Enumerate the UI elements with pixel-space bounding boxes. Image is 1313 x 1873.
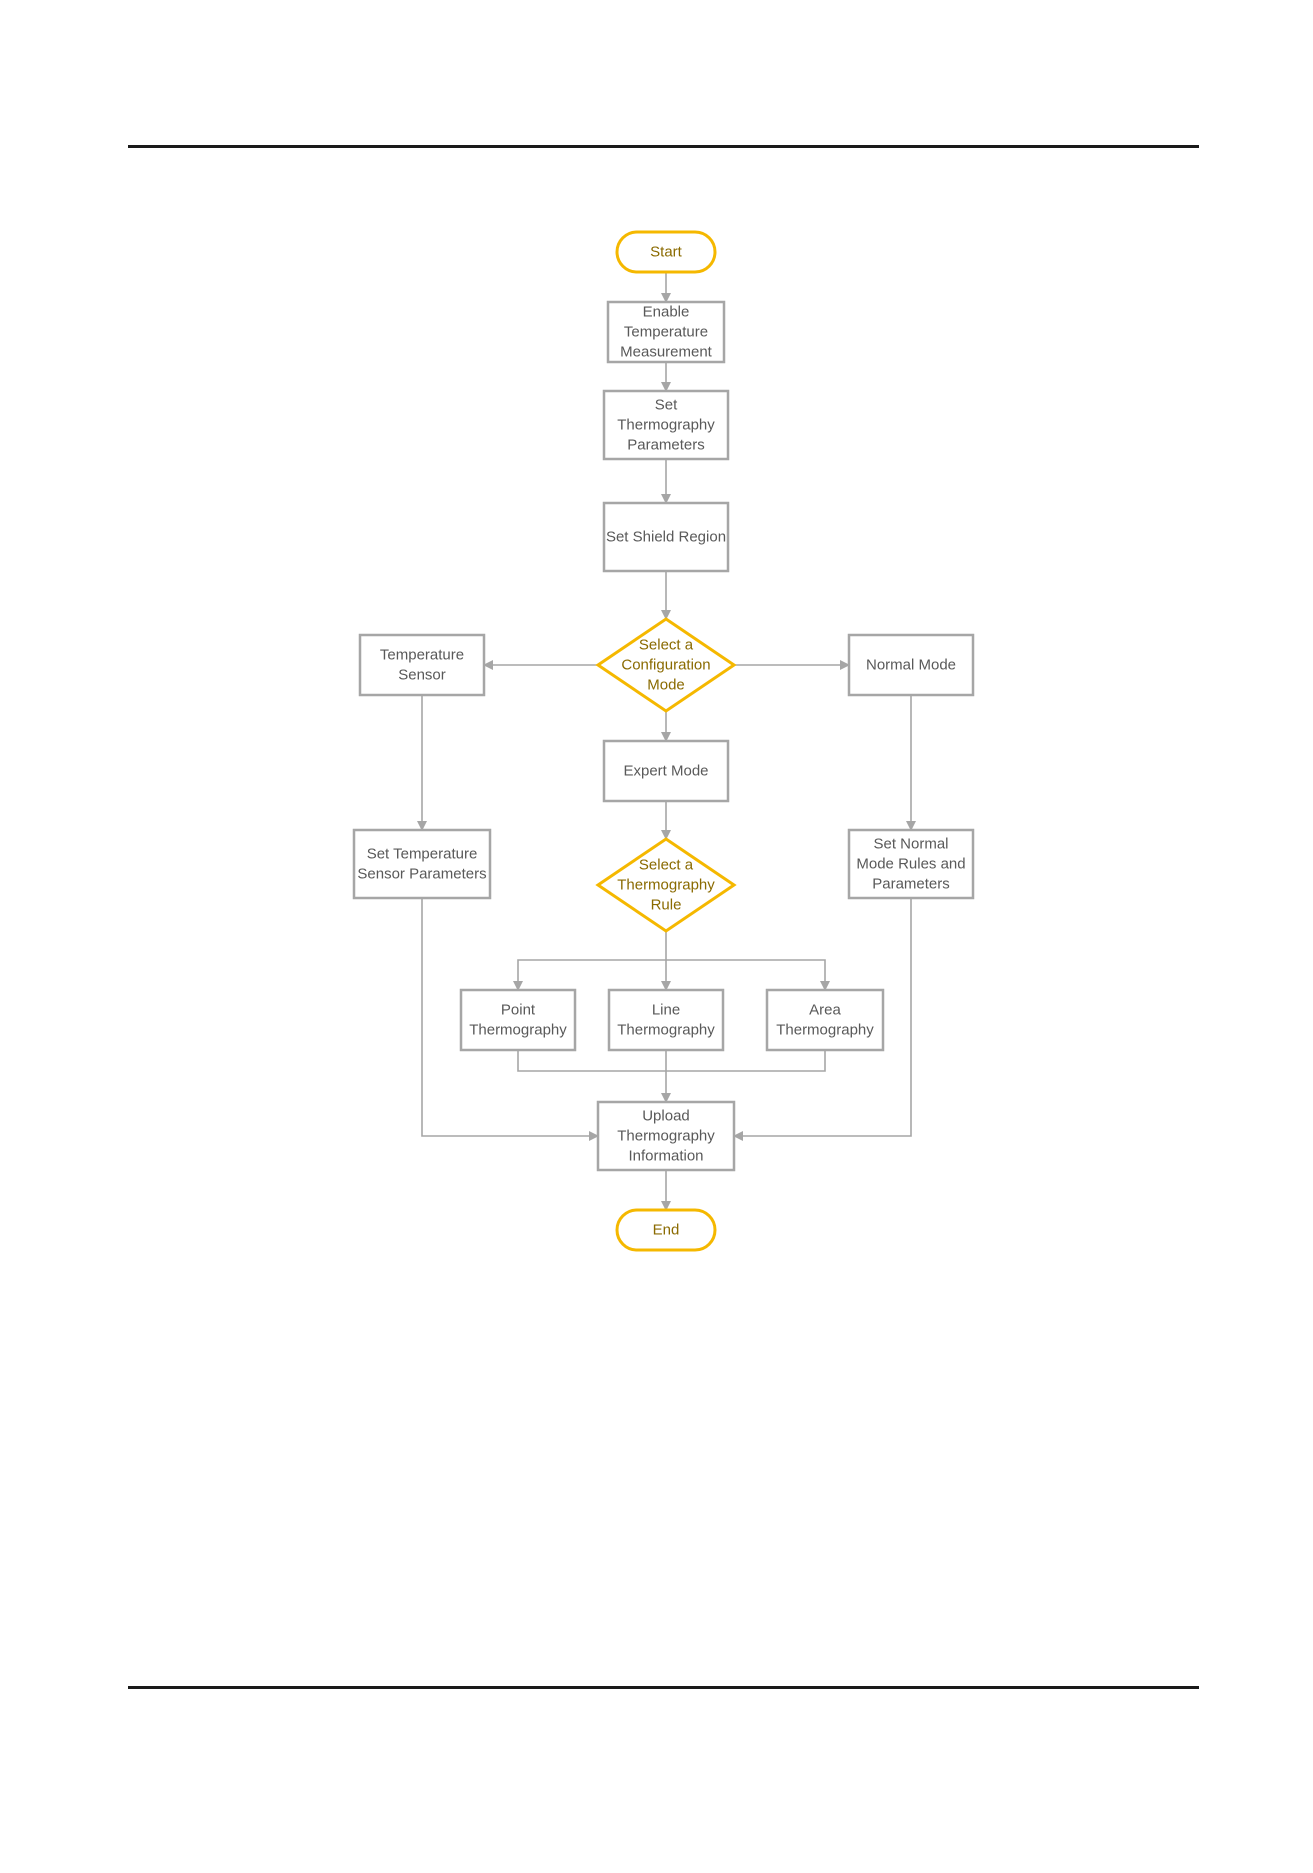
process-shape-temp-sensor xyxy=(358,633,486,697)
label-area-thermo-line-2: Thermography xyxy=(776,1022,874,1039)
connector-area-thermo-to-upload-info xyxy=(666,1050,826,1072)
label-enable-temp-line-3: Measurement xyxy=(620,344,713,361)
node-end: End xyxy=(615,1208,717,1252)
node-normal-mode: Normal Mode xyxy=(847,633,975,697)
label-end-line-1: End xyxy=(653,1222,680,1239)
process-shape-set-thermo-params xyxy=(602,389,730,461)
connectors xyxy=(417,272,916,1211)
process-shape-normal-mode xyxy=(847,633,975,697)
label-select-config-mode-line-1: Select a xyxy=(639,637,694,654)
label-select-thermo-rule-line-2: Thermography xyxy=(617,877,715,894)
process-shape-upload-info xyxy=(596,1100,736,1172)
label-set-thermo-params-line-2: Thermography xyxy=(617,417,715,434)
label-select-config-mode-line-3: Mode xyxy=(647,677,685,694)
terminal-shape-start xyxy=(615,230,717,274)
label-select-thermo-rule-line-3: Rule xyxy=(651,897,682,914)
connector-set-normal-rules-to-upload-info xyxy=(733,898,912,1141)
label-set-thermo-params-line-1: Set xyxy=(655,397,678,414)
label-area-thermo-line-1: Area xyxy=(809,1002,841,1019)
process-shape-line-thermo xyxy=(607,988,725,1052)
footer-rule xyxy=(128,1686,1199,1689)
process-shape-set-temp-sensor-params xyxy=(352,828,492,900)
label-select-thermo-rule-line-1: Select a xyxy=(639,857,694,874)
label-set-thermo-params-line-3: Parameters xyxy=(627,437,705,454)
label-set-normal-rules-line-1: Set Normal xyxy=(873,836,948,853)
label-set-normal-rules-line-2: Mode Rules and xyxy=(856,856,965,873)
label-start-line-1: Start xyxy=(650,244,683,261)
node-expert-mode: Expert Mode xyxy=(602,739,730,803)
decision-shape-select-thermo-rule xyxy=(595,837,737,933)
label-temp-sensor-line-2: Sensor xyxy=(398,667,446,684)
process-shape-expert-mode xyxy=(602,739,730,803)
label-expert-mode-line-1: Expert Mode xyxy=(623,763,708,780)
node-start: Start xyxy=(615,230,717,274)
label-upload-info-line-3: Information xyxy=(628,1148,703,1165)
process-shape-set-shield xyxy=(602,501,730,573)
node-set-shield: Set Shield Region xyxy=(602,501,730,573)
label-line-thermo-line-1: Line xyxy=(652,1002,680,1019)
label-set-temp-sensor-params-line-2: Sensor Parameters xyxy=(357,866,486,883)
process-shape-area-thermo xyxy=(765,988,885,1052)
terminal-shape-end xyxy=(615,1208,717,1252)
process-shape-point-thermo xyxy=(459,988,577,1052)
decision-shape-select-config-mode xyxy=(595,617,737,713)
label-point-thermo-line-2: Thermography xyxy=(469,1022,567,1039)
label-upload-info-line-2: Thermography xyxy=(617,1128,715,1145)
connector-select-thermo-rule-to-area-thermo xyxy=(666,959,830,991)
connector-point-thermo-to-upload-info xyxy=(517,1050,666,1072)
label-point-thermo-line-1: Point xyxy=(501,1002,536,1019)
process-shape-set-normal-rules xyxy=(847,828,975,900)
connector-select-thermo-rule-to-point-thermo xyxy=(513,931,667,991)
header-rule xyxy=(128,145,1199,148)
connector-set-temp-sensor-params-to-upload-info xyxy=(421,898,599,1141)
label-temp-sensor-line-1: Temperature xyxy=(380,647,464,664)
nodes: StartEnableTemperatureMeasurementSetTher… xyxy=(352,230,975,1252)
label-enable-temp-line-2: Temperature xyxy=(624,324,708,341)
label-line-thermo-line-2: Thermography xyxy=(617,1022,715,1039)
label-upload-info-line-1: Upload xyxy=(642,1108,690,1125)
label-set-temp-sensor-params-line-1: Set Temperature xyxy=(367,846,478,863)
process-shape-enable-temp xyxy=(606,300,726,364)
label-select-config-mode-line-2: Configuration xyxy=(621,657,710,674)
label-enable-temp-line-1: Enable xyxy=(643,304,690,321)
label-set-shield-line-1: Set Shield Region xyxy=(606,529,726,546)
label-set-normal-rules-line-3: Parameters xyxy=(872,876,950,893)
label-normal-mode-line-1: Normal Mode xyxy=(866,657,956,674)
